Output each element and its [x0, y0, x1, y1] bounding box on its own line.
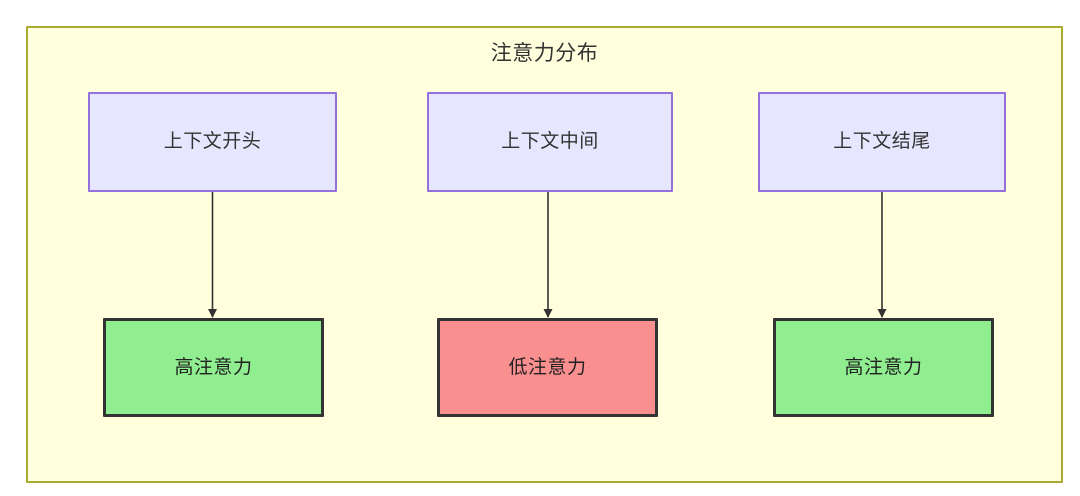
node-attention-high-end[interactable]: 高注意力	[773, 318, 994, 417]
node-context-end-label: 上下文结尾	[833, 131, 931, 152]
node-attention-low-middle[interactable]: 低注意力	[437, 318, 658, 417]
node-context-start-label: 上下文开头	[163, 131, 262, 152]
node-attention-high-end-label: 高注意力	[844, 356, 923, 378]
node-context-middle-label: 上下文中间	[501, 131, 599, 152]
node-context-middle[interactable]: 上下文中间	[427, 92, 673, 192]
node-attention-low-middle-label: 低注意力	[508, 356, 587, 378]
node-attention-high-start[interactable]: 高注意力	[103, 318, 324, 417]
node-context-start[interactable]: 上下文开头	[88, 92, 337, 192]
node-attention-high-start-label: 高注意力	[174, 356, 253, 378]
subgraph-title: 注意力分布	[490, 42, 599, 65]
node-context-end[interactable]: 上下文结尾	[758, 92, 1006, 192]
